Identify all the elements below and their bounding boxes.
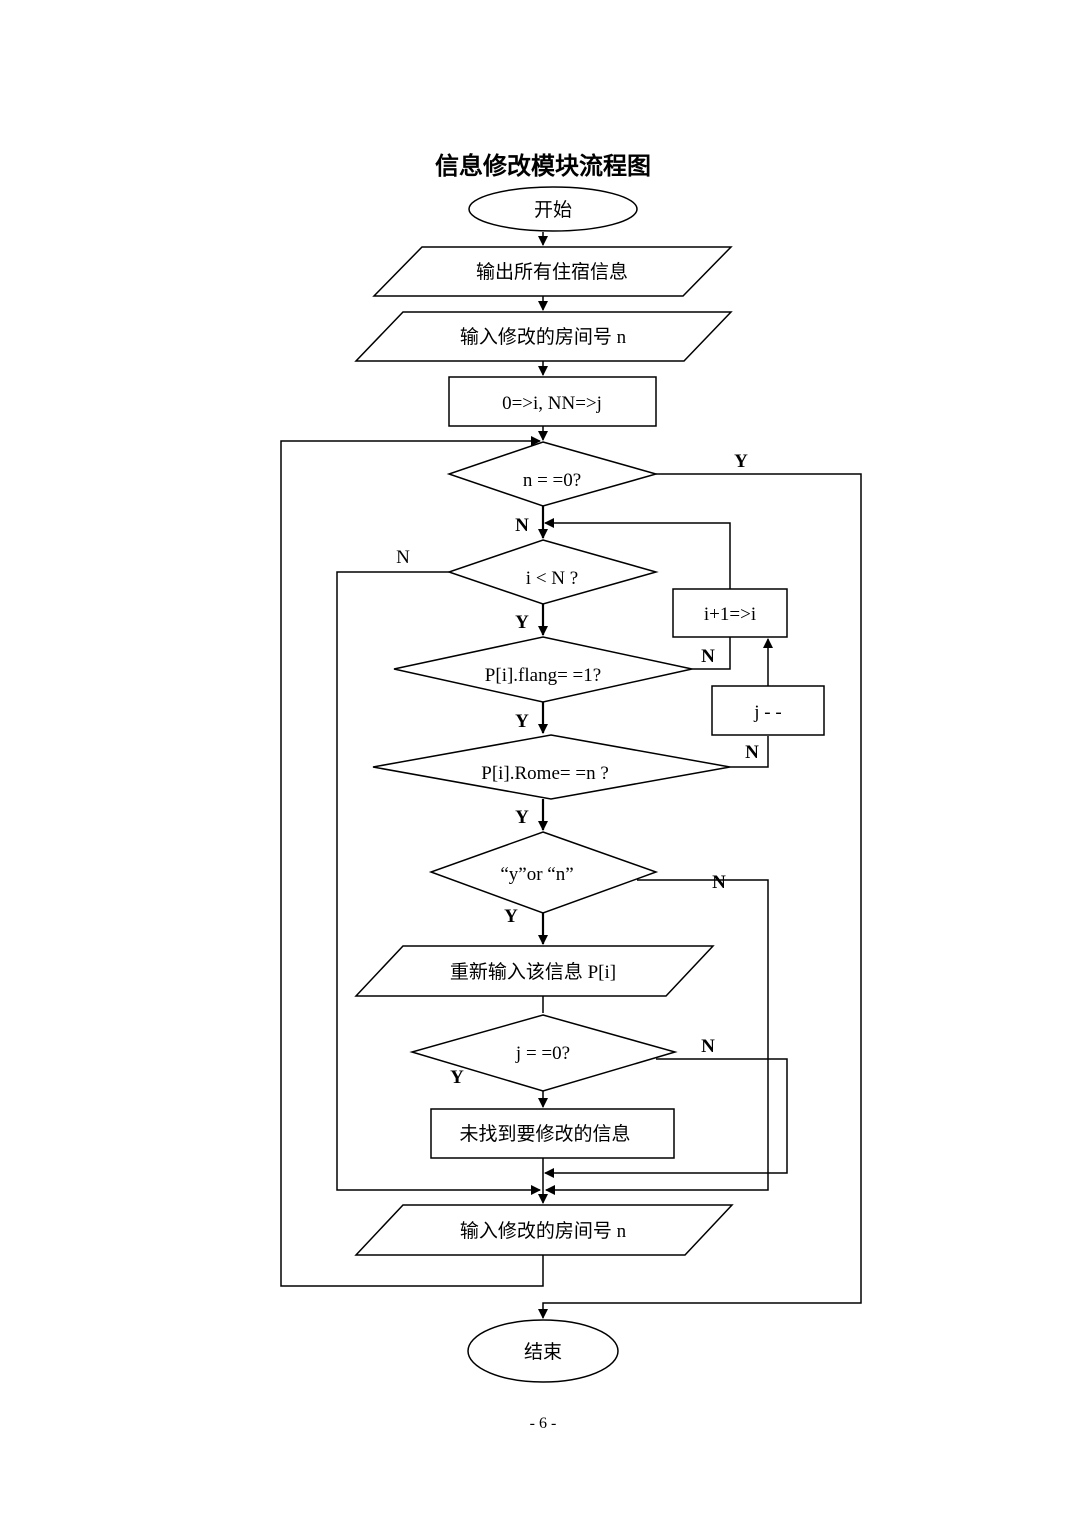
i-lt-n-label: i < N ? bbox=[526, 568, 578, 589]
decision-rome: P[i].Rome= =n ? bbox=[372, 734, 731, 800]
connectors bbox=[280, 232, 862, 1319]
flang-label: P[i].flang= =1? bbox=[485, 665, 601, 686]
node-input-room-again: 输入修改的房间号 n bbox=[354, 1204, 734, 1256]
decision-j-zero: j = =0? bbox=[409, 1014, 678, 1092]
node-input-room: 输入修改的房间号 n bbox=[354, 311, 733, 362]
arrow-i-lt-n-no bbox=[336, 571, 541, 1195]
loop-back-to-n-zero bbox=[280, 436, 544, 1287]
node-not-found: 未找到要修改的信息 bbox=[430, 1108, 675, 1159]
diagram-title: 信息修改模块流程图 bbox=[435, 151, 651, 180]
label-n-zero-yes: Y bbox=[734, 451, 748, 472]
label-flang-no: N bbox=[701, 646, 715, 667]
input-room-again-label: 输入修改的房间号 n bbox=[460, 1220, 627, 1242]
node-end: 结束 bbox=[467, 1319, 619, 1383]
decision-flang: P[i].flang= =1? bbox=[393, 636, 693, 703]
decision-yes-no: “y”or “n” bbox=[428, 831, 659, 914]
label-flang-yes: Y bbox=[515, 711, 529, 732]
node-j-dec: j - - bbox=[711, 685, 825, 736]
output-all-label: 输出所有住宿信息 bbox=[476, 261, 628, 283]
end-label: 结束 bbox=[524, 1341, 562, 1363]
label-j-zero-yes: Y bbox=[450, 1067, 464, 1088]
label-j-zero-no: N bbox=[701, 1036, 715, 1057]
label-i-lt-n-no: N bbox=[396, 547, 410, 568]
node-init: 0=>i, NN=>j bbox=[448, 376, 657, 427]
j-zero-label: j = =0? bbox=[515, 1043, 570, 1064]
decision-n-zero: n = =0? bbox=[446, 441, 659, 507]
not-found-label: 未找到要修改的信息 bbox=[459, 1123, 630, 1145]
init-label: 0=>i, NN=>j bbox=[502, 393, 602, 414]
arrow-n-zero-yes-to-end bbox=[538, 473, 862, 1319]
n-zero-label: n = =0? bbox=[523, 470, 581, 491]
line-flang-no bbox=[692, 637, 731, 670]
node-increment: i+1=>i bbox=[672, 588, 788, 638]
label-yn-yes: Y bbox=[504, 906, 518, 927]
branch-labels: Y N N Y N Y N Y N Y N Y bbox=[396, 451, 759, 1088]
page-number: - 6 - bbox=[530, 1415, 557, 1432]
arrow-increment-back bbox=[544, 518, 731, 589]
yes-no-label: “y”or “n” bbox=[500, 864, 573, 885]
increment-label: i+1=>i bbox=[704, 604, 756, 625]
label-n-zero-no: N bbox=[515, 515, 529, 536]
node-reinput: 重新输入该信息 P[i] bbox=[354, 945, 715, 997]
label-yn-no: N bbox=[712, 872, 726, 893]
start-label: 开始 bbox=[534, 199, 572, 221]
reinput-label: 重新输入该信息 P[i] bbox=[450, 961, 616, 983]
decision-i-lt-n: i < N ? bbox=[446, 539, 659, 605]
node-output-all: 输出所有住宿信息 bbox=[372, 246, 733, 297]
label-rome-yes: Y bbox=[515, 807, 529, 828]
node-start: 开始 bbox=[468, 186, 638, 232]
label-i-lt-n-yes: Y bbox=[515, 612, 529, 633]
rome-label: P[i].Rome= =n ? bbox=[481, 763, 609, 784]
j-dec-label: j - - bbox=[753, 702, 781, 723]
input-room-label: 输入修改的房间号 n bbox=[460, 326, 627, 348]
arrow-j-zero-no bbox=[544, 1058, 788, 1178]
arrow-yn-no bbox=[545, 879, 769, 1195]
label-rome-no: N bbox=[745, 742, 759, 763]
line-rome-no bbox=[730, 736, 769, 768]
